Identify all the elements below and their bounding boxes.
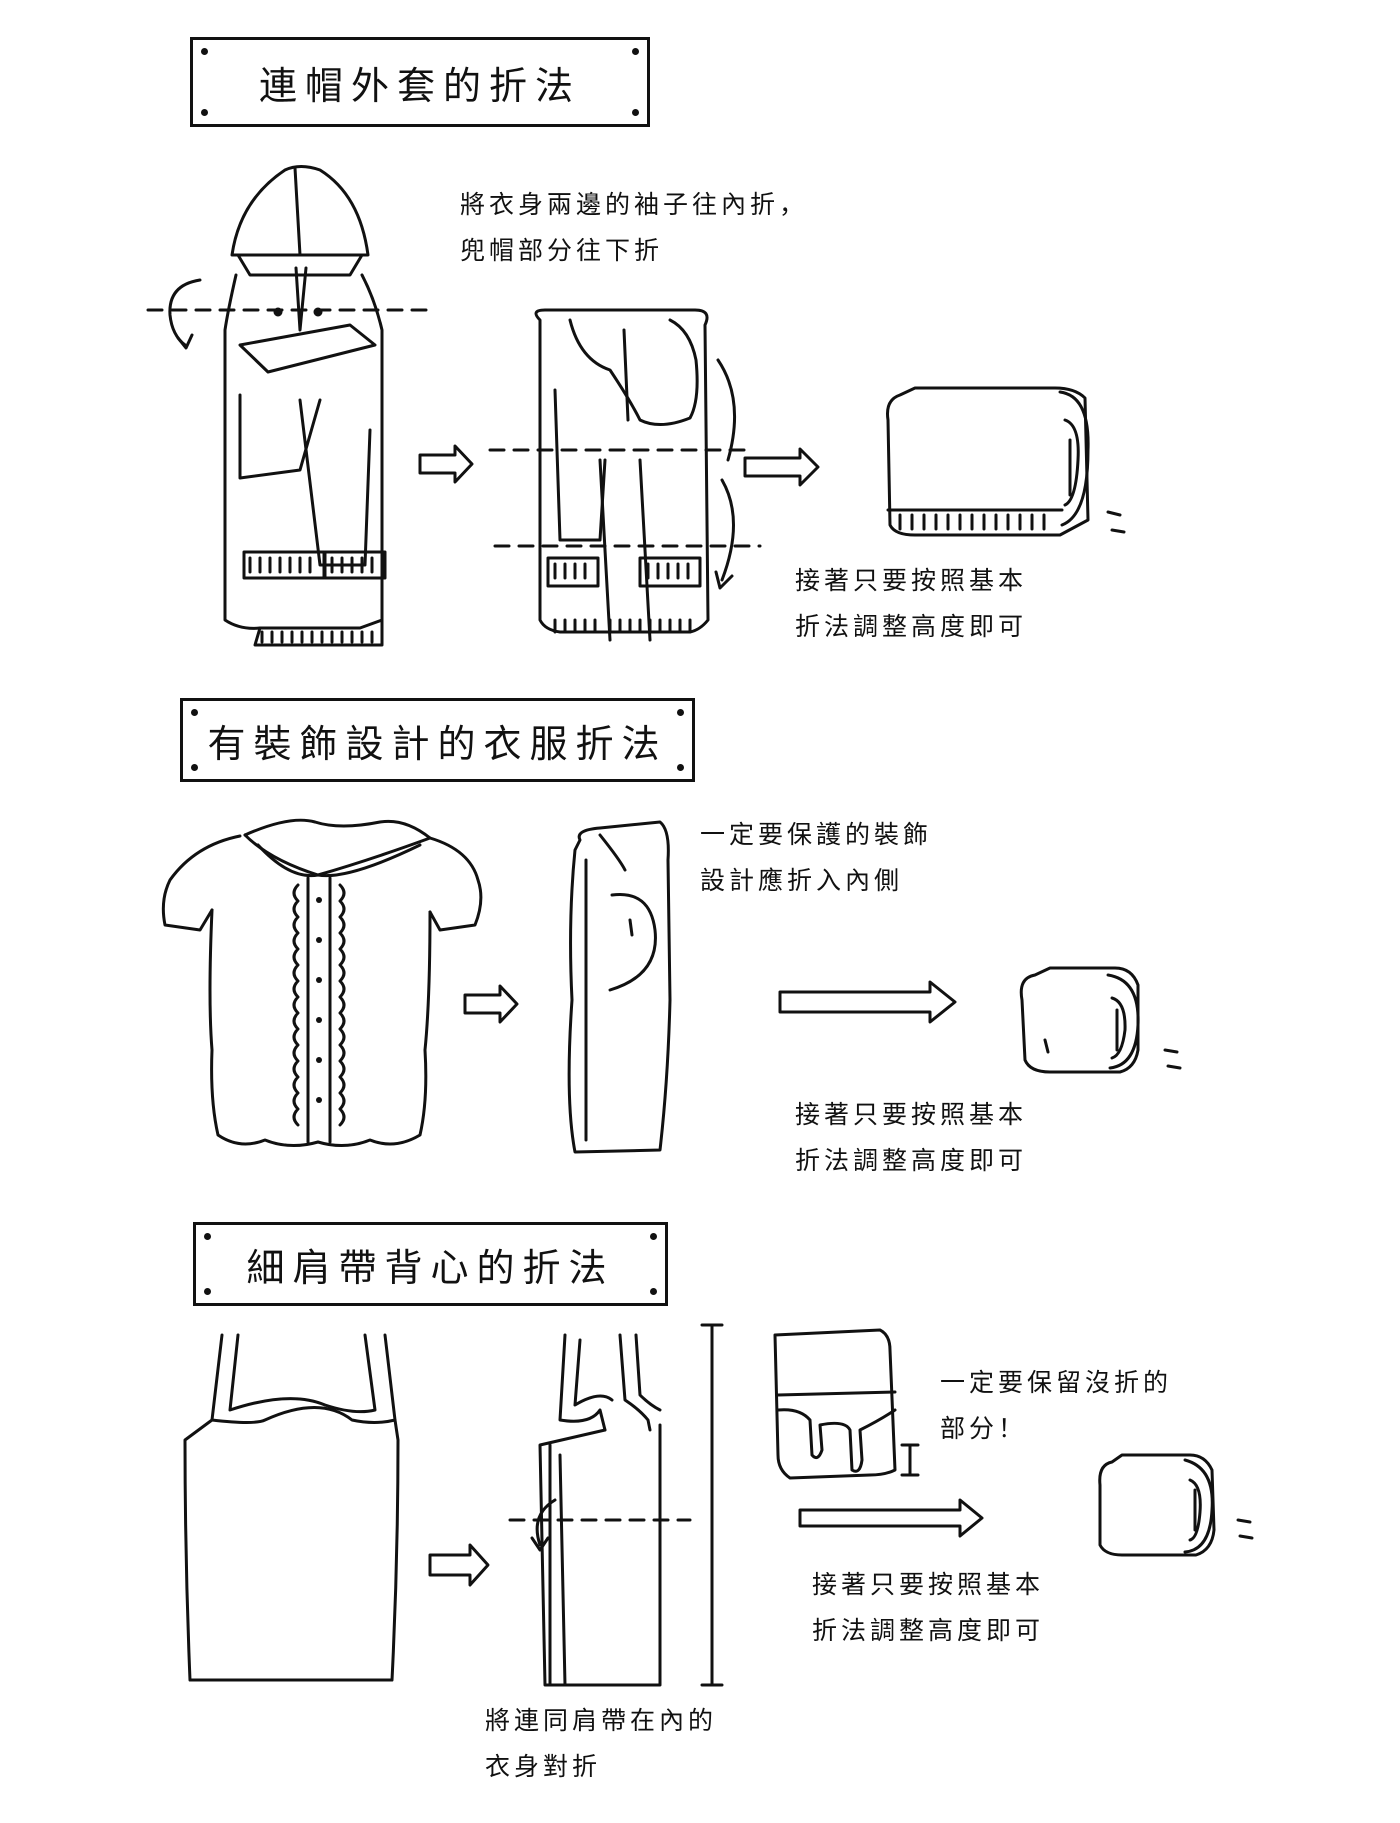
hoodie-step-2: [490, 310, 760, 640]
arrow-right-icon: [745, 449, 818, 485]
blouse-step-1: [163, 820, 481, 1145]
hoodie-step-3-rolled: [888, 388, 1125, 535]
arrow-right-icon: [420, 446, 472, 482]
blouse-step-2: [569, 822, 670, 1152]
arrow-right-icon: [430, 1545, 488, 1585]
arrow-right-icon: [465, 986, 517, 1022]
camisole-step-3: [775, 1330, 918, 1478]
camisole-step-4-rolled: [1100, 1455, 1252, 1555]
hoodie-step-1: [148, 167, 430, 646]
curved-arrow-icon: [170, 280, 200, 345]
arrow-right-icon: [800, 1500, 982, 1536]
blouse-step-3-rolled: [1021, 968, 1180, 1072]
arrow-right-icon: [780, 982, 955, 1022]
camisole-step-1: [185, 1335, 398, 1680]
camisole-step-2: [510, 1325, 722, 1685]
